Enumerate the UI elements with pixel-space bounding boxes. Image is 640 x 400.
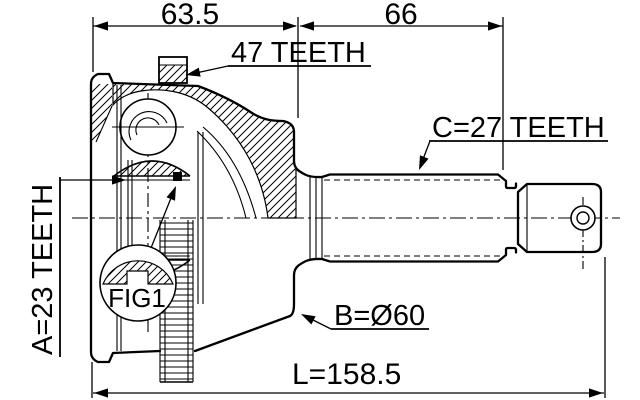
abs-ring-section	[158, 56, 188, 84]
ball-race-arc	[135, 117, 160, 136]
fig1-circle	[99, 244, 177, 322]
dim-arrow-left	[94, 388, 108, 398]
fig1-tooth-hatch	[102, 260, 174, 285]
stub-outline	[516, 182, 603, 254]
spline-tooth-target	[173, 172, 182, 181]
fig1-balloon: FIG1	[99, 184, 181, 322]
cavity-flare-line	[95, 105, 113, 143]
label-c-27-teeth-text: C=27 TEETH	[432, 112, 605, 144]
abs-ring-block-hatch	[159, 65, 187, 83]
dimension-66: 66	[300, 0, 504, 170]
label-47-teeth-text: 47 TEETH	[231, 37, 366, 69]
dim-length-text: L=158.5	[292, 358, 401, 391]
bell-housing	[89, 56, 324, 383]
ball-race-arc	[128, 111, 168, 141]
label-a-23-teeth-text: A=23 TEETH	[27, 184, 59, 355]
dimension-63-5: 63.5	[92, 0, 299, 118]
left-rim-hatch	[92, 84, 112, 142]
shaft	[309, 173, 603, 263]
dim-arrow-left	[300, 21, 314, 31]
label-b-diameter-text: B=Ø60	[334, 300, 425, 332]
label-b-diameter: B=Ø60	[298, 300, 429, 332]
cage-curve	[196, 130, 247, 219]
cross-hole-outer	[570, 205, 596, 231]
dim-arrow-left	[94, 21, 108, 31]
label-c-27-teeth: C=27 TEETH	[414, 112, 608, 172]
leader-arrow	[298, 309, 316, 325]
ball-bearing	[112, 98, 184, 156]
leader-arrow	[414, 155, 429, 172]
fig1-label: FIG1	[108, 283, 166, 313]
dim-arrow-right	[488, 21, 502, 31]
race-dome-arc	[113, 160, 191, 177]
label-a-23-teeth: A=23 TEETH	[27, 175, 126, 357]
dim-arrow-right	[283, 21, 297, 31]
dim-66-text: 66	[384, 0, 417, 31]
housing-outline	[89, 72, 324, 364]
dim-arrow-right	[589, 388, 603, 398]
dimension-overall-length: L=158.5	[91, 257, 606, 398]
inner-race	[113, 160, 191, 276]
cross-hole-inner	[576, 211, 590, 225]
label-47-teeth: 47 TEETH	[185, 37, 371, 80]
cage-curve	[202, 126, 257, 219]
fig1-leader-arrow	[166, 184, 181, 201]
spline-shaft-outline	[320, 173, 518, 263]
dim-63-5-text: 63.5	[161, 0, 219, 31]
